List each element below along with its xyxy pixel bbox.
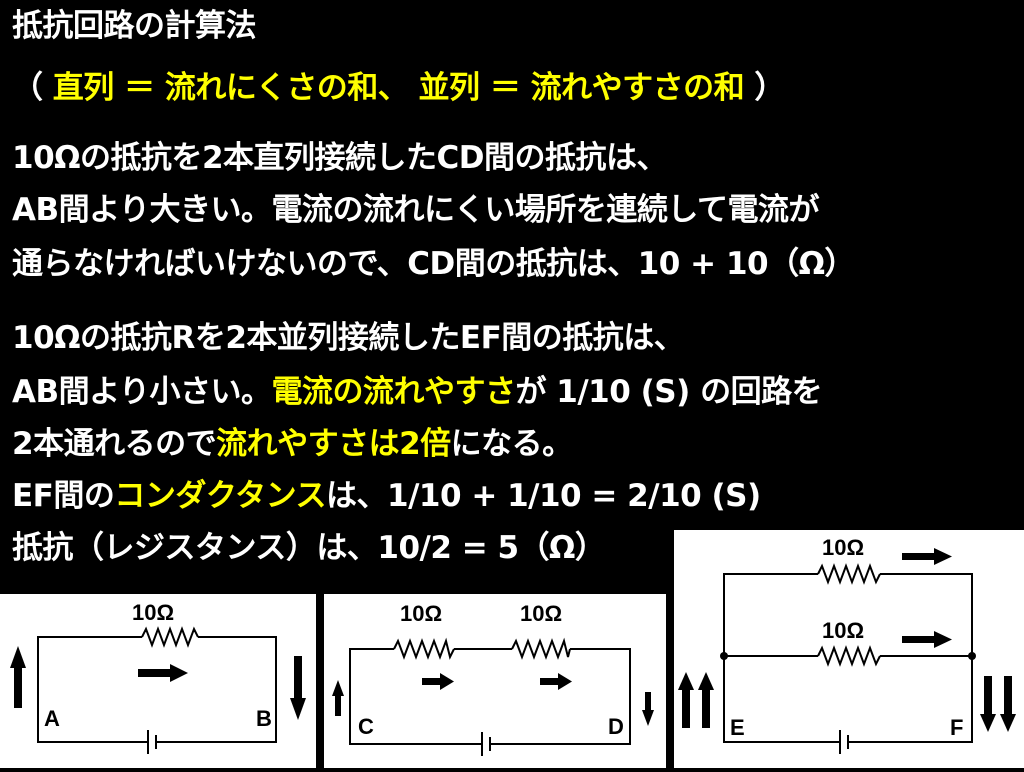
circuit-single-panel: 10Ω A B xyxy=(0,594,316,768)
resistor2-zigzag xyxy=(817,645,881,667)
current-arrow-right-icon-2 xyxy=(902,631,952,648)
resistor1-zigzag xyxy=(393,637,455,660)
paren-open: （ xyxy=(12,70,53,106)
parallel-text-line5: 抵抗（レジスタンス）は、10/2 = 5（Ω） xyxy=(12,530,606,566)
series-text-line2: AB間より大きい。電流の流れにくい場所を連続して電流が xyxy=(12,192,819,228)
node-label-c: C xyxy=(358,714,374,739)
resistor-label: 10Ω xyxy=(132,600,174,625)
resistor2-zigzag xyxy=(511,637,571,660)
parallel-text-line2c: が 1/10 (S) の回路を xyxy=(515,374,823,410)
parallel-text-line4c: は、1/10 + 1/10 = 2/10 (S) xyxy=(326,478,761,514)
title-heading: 抵抗回路の計算法 xyxy=(12,8,257,44)
resistor1-label: 10Ω xyxy=(822,535,864,560)
highlight-flow-ease: 電流の流れやすさ xyxy=(271,374,517,410)
parallel-text-line4: EF間のコンダクタンスは、1/10 + 1/10 = 2/10 (S) xyxy=(12,476,761,516)
node-label-d: D xyxy=(608,714,624,739)
node-label-a: A xyxy=(44,706,60,731)
resistor2-label: 10Ω xyxy=(822,618,864,643)
circuit-single-diagram: 10Ω A B xyxy=(10,600,306,754)
junction-right xyxy=(968,652,976,660)
current-arrow-right-icon xyxy=(138,664,188,682)
summary-rule: 直列 ＝ 流れにくさの和、 並列 ＝ 流れやすさの和 xyxy=(52,70,745,106)
parallel-text-line2a: AB間より小さい。 xyxy=(12,374,272,410)
junction-left xyxy=(720,652,728,660)
node-label-b: B xyxy=(256,706,272,731)
parallel-text-line4a: EF間の xyxy=(12,478,115,514)
highlight-double: 流れやすさは2倍 xyxy=(216,426,451,462)
resistor1-zigzag xyxy=(817,563,881,585)
current-arrow-right-icon-1 xyxy=(902,548,952,565)
highlight-conductance: コンダクタンス xyxy=(114,478,326,514)
wire-loop xyxy=(37,636,148,743)
arrow-up-icon xyxy=(10,646,26,708)
resistor1-label: 10Ω xyxy=(400,601,442,626)
parallel-text-line3a: 2本通れるので xyxy=(12,426,217,462)
parallel-text-line2: AB間より小さい。電流の流れやすさが 1/10 (S) の回路を xyxy=(12,372,823,412)
wire-left xyxy=(349,648,482,745)
circuit-parallel-diagram: 10Ω 10Ω E F xyxy=(678,535,1016,754)
current-arrow-right-icon-1 xyxy=(422,673,454,690)
double-arrow-down-icon xyxy=(980,676,1016,732)
wire-right xyxy=(490,648,631,745)
node-label-f: F xyxy=(950,715,963,740)
arrow-down-icon xyxy=(290,656,306,720)
circuit-series-panel: 10Ω 10Ω C D xyxy=(324,594,666,768)
resistor2-label: 10Ω xyxy=(520,601,562,626)
circuit-parallel-panel: 10Ω 10Ω E F xyxy=(674,530,1024,768)
parallel-text-line1: 10Ωの抵抗Rを2本並列接続したEF間の抵抗は、 xyxy=(12,320,685,356)
circuit-series-diagram: 10Ω 10Ω C D xyxy=(332,601,654,756)
series-text-line1: 10Ωの抵抗を2本直列接続したCD間の抵抗は、 xyxy=(12,140,668,176)
wire-loop-right xyxy=(156,636,277,743)
resistor-zigzag xyxy=(141,626,199,648)
node-label-e: E xyxy=(730,715,745,740)
summary-line: （ 直列 ＝ 流れにくさの和、 並列 ＝ 流れやすさの和 ） xyxy=(12,68,785,108)
current-arrow-right-icon-2 xyxy=(540,673,572,690)
parallel-text-line3c: になる。 xyxy=(450,426,574,462)
arrow-down-icon xyxy=(642,692,654,726)
slide-title: 抵抗回路の計算法 xyxy=(12,6,257,46)
paren-close: ） xyxy=(744,70,785,106)
series-text-line3: 通らなければいけないので、CD間の抵抗は、10 + 10（Ω） xyxy=(12,246,855,282)
parallel-text-line3: 2本通れるので流れやすさは2倍になる。 xyxy=(12,424,573,464)
arrow-up-icon xyxy=(332,680,344,716)
double-arrow-up-icon xyxy=(678,672,714,728)
